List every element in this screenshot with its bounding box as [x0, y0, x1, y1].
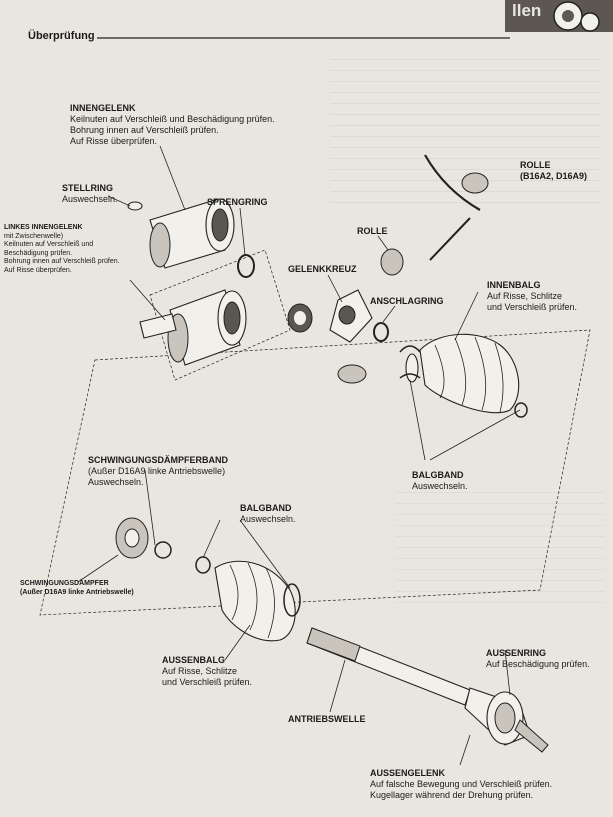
gear-icon [553, 1, 600, 32]
label-linkes-innengelenk: LINKES INNENGELENK mit Zwischenwelle) Ke… [4, 224, 120, 274]
inner-joint-drawing [127, 198, 235, 269]
label-gelenkkreuz: GELENKKREUZ [288, 264, 357, 274]
label-innenbalg: INNENBALG Auf Risse, Schlitze und Versch… [487, 280, 578, 312]
label-aussenbalg: AUSSENBALG Auf Risse, Schlitze und Versc… [162, 655, 253, 687]
label-innengelenk: INNENGELENK Keilnuten auf Verschleiß und… [70, 103, 275, 146]
shaft-assembly-box [39, 329, 591, 616]
label-anschlagring: ANSCHLAGRING [370, 296, 444, 306]
left-inner-joint-drawing [139, 289, 247, 366]
drive-shaft-drawing [306, 627, 549, 753]
leader-lines [77, 145, 521, 766]
label-balgband-left: BALGBAND Auswechseln. [240, 503, 296, 524]
label-aussengelenk: AUSSENGELENK Auf falsche Bewegung und Ve… [370, 768, 553, 800]
label-balgband-right: BALGBAND Auswechseln. [412, 470, 468, 491]
label-sprengring: SPRENGRING [207, 197, 268, 207]
label-antriebswelle: ANTRIEBSWELLE [288, 714, 366, 724]
inner-joint-box [149, 249, 291, 381]
label-schwingungsdaempfer: SCHWINGUNGSDÄMPFER (Außer D16A9 linke An… [20, 580, 134, 596]
inner-boot-drawing [399, 333, 528, 418]
label-schwingungsdaempferband: SCHWINGUNGSDÄMPFERBAND (Außer D16A9 link… [88, 455, 228, 487]
section-heading: Überprüfung [26, 30, 97, 42]
label-rolle: ROLLE [357, 226, 388, 236]
snap-ring-drawing [237, 254, 255, 278]
label-aussenring: AUSSENRING Auf Beschädigung prüfen. [486, 648, 590, 669]
label-stellring: STELLRING Auswechseln. [62, 183, 118, 204]
corner-title: llen [512, 1, 542, 20]
damper-drawing [115, 517, 172, 559]
show-through-text [395, 485, 605, 605]
outer-boot-drawing [195, 556, 301, 642]
label-rolle-top: ROLLE (B16A2, D16A9) [520, 160, 588, 181]
spider-drawing [287, 154, 489, 384]
